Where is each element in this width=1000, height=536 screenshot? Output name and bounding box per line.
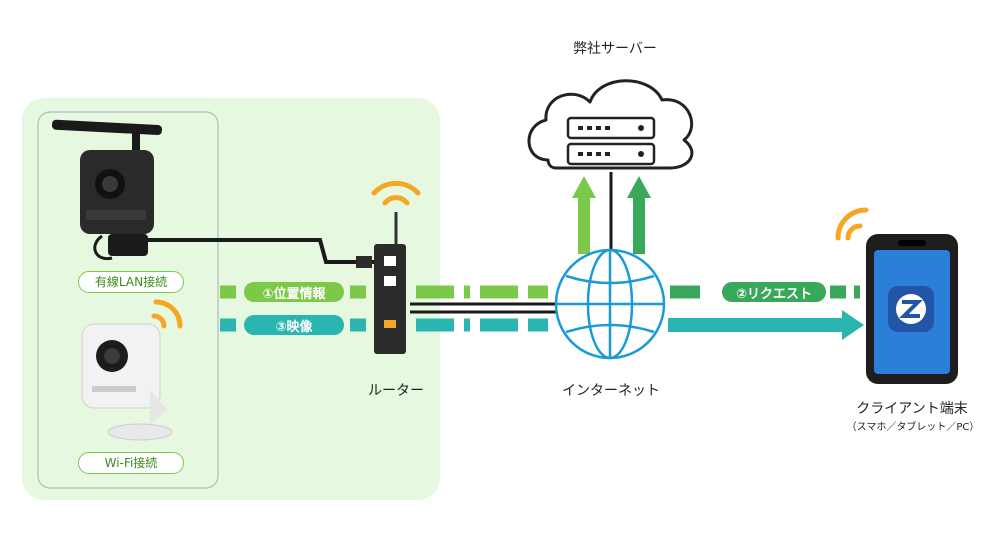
wifi-camera [81,323,173,441]
router-label: ルーター [368,383,424,399]
request-flow-label: ②リクエスト [735,287,812,302]
router-internet-cable [410,302,556,314]
server-label: 弊社サーバー [573,41,657,57]
router [374,212,406,354]
upload-arrow-green [572,176,596,254]
wired-camera [52,119,162,261]
camera-group-frame [37,111,219,489]
internet-label: インターネット [562,383,660,399]
client-sub-label: （スマホ／タブレット／PC） [846,422,980,433]
video-delivery-arrow [668,310,864,340]
client-phone [866,234,958,384]
ethernet-cable [148,238,380,264]
video-flow-pill [244,315,344,335]
location-flow-pill [244,282,344,302]
request-flow-pill [722,282,826,302]
upload-arrow-darkgreen [627,176,651,254]
server-rack [566,116,656,166]
cable-plug [356,256,372,268]
client-label: クライアント端末 [856,401,968,417]
router-wifi-icon [371,180,421,206]
location-flow-label: ①位置情報 [262,287,326,302]
router-internet-flows [416,285,548,332]
wired-connection-tag: 有線LAN接続 [78,271,184,293]
wifi-connection-tag: Wi-Fi接続 [78,452,184,474]
camera-wifi-icon [151,299,183,329]
phone-wifi-icon [835,207,869,241]
video-flow-label: ③映像 [275,320,313,335]
internet-globe [554,248,666,360]
